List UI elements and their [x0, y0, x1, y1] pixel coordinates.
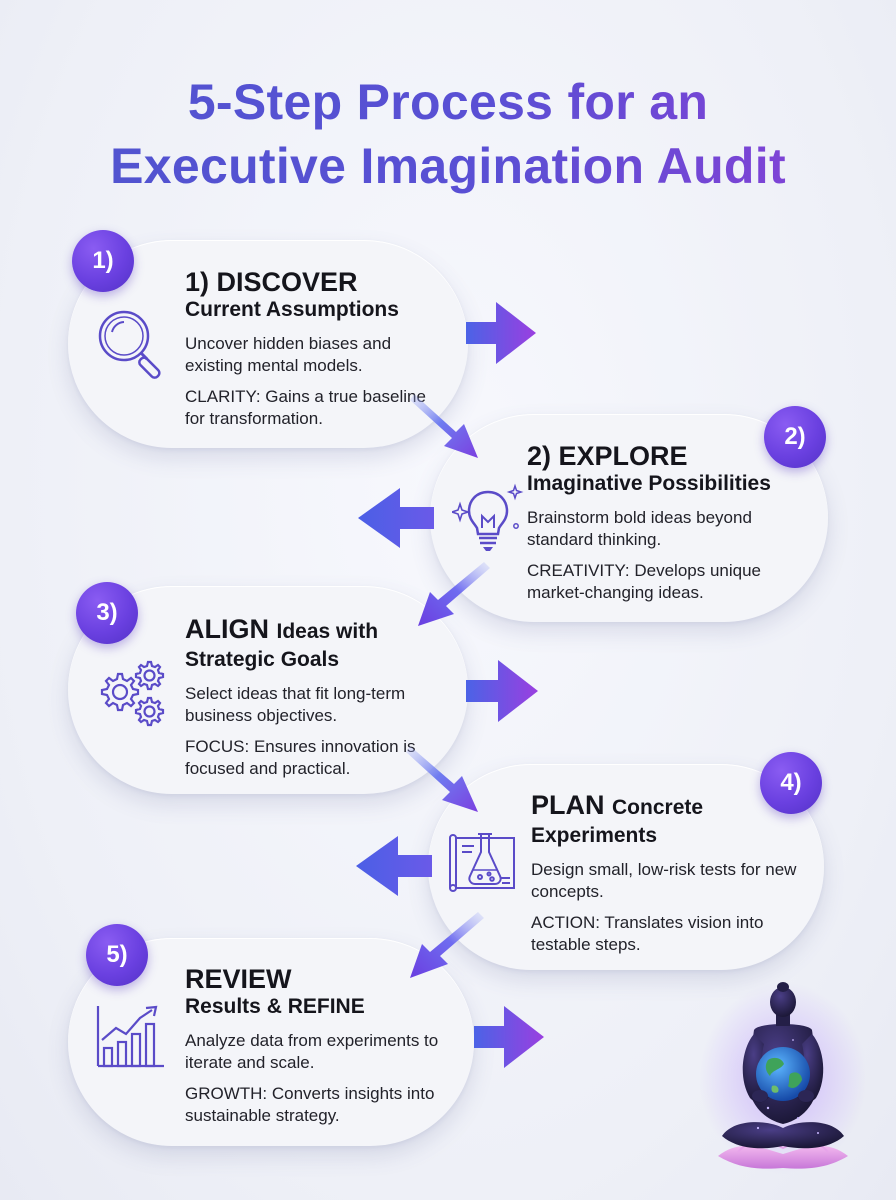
step-1-card: 1) DISCOVER Current Assumptions Uncover …: [68, 240, 468, 448]
step-4-benefit: ACTION: Translates vision into testable …: [531, 913, 764, 954]
arrow-left-4: [356, 836, 432, 896]
step-4-subheading: Experiments: [531, 824, 658, 847]
step-1-benefit: CLARITY: Gains a true baseline for trans…: [185, 387, 426, 428]
title-line-2: Executive Imagination Audit: [110, 138, 786, 194]
step-4-badge: 4): [760, 752, 822, 814]
step-2-subheading: Imaginative Possibilities: [527, 472, 771, 495]
page-title: 5-Step Process for an Executive Imaginat…: [0, 70, 896, 198]
flask-blueprint-icon: [444, 830, 520, 907]
title-line-1: 5-Step Process for an: [187, 74, 709, 130]
arrow-left-2: [358, 488, 434, 548]
step-2-description: Brainstorm bold ideas beyond standard th…: [527, 508, 752, 549]
step-4-card: PLAN Concrete Experiments Design small, …: [428, 764, 824, 970]
step-1-badge: 1): [72, 230, 134, 292]
connector-arrow-2-to-3: [418, 562, 490, 626]
step-2-benefit: CREATIVITY: Develops unique market-chang…: [527, 561, 762, 602]
step-4-heading-rest: Concrete: [612, 796, 704, 819]
magnifying-glass-icon: [94, 306, 168, 389]
step-5-benefit: GROWTH: Converts insights into sustainab…: [185, 1084, 435, 1125]
step-2-badge: 2): [764, 406, 826, 468]
step-5-description: Analyze data from experiments to iterate…: [185, 1031, 439, 1072]
step-2-card: 2) EXPLORE Imaginative Possibilities Bra…: [430, 414, 828, 622]
step-1-subheading: Current Assumptions: [185, 298, 399, 321]
step-5-heading: REVIEW: [185, 964, 292, 994]
step-3-badge: 3): [76, 582, 138, 644]
step-3-benefit: FOCUS: Ensures innovation is focused and…: [185, 737, 416, 778]
step-3-heading: ALIGN: [185, 614, 269, 644]
gears-icon: [94, 660, 168, 735]
step-5-badge: 5): [86, 924, 148, 986]
step-4-description: Design small, low-risk tests for new con…: [531, 860, 797, 901]
meditating-figure-globe-illustration: [699, 982, 867, 1174]
connector-arrow-1-to-2: [410, 394, 478, 458]
step-3-description: Select ideas that fit long-term business…: [185, 684, 406, 725]
step-5-subheading: Results & REFINE: [185, 995, 365, 1018]
arrow-right-1: [466, 302, 536, 364]
step-4-heading: PLAN: [531, 790, 605, 820]
growth-chart-icon: [94, 1002, 166, 1079]
connector-arrow-3-to-4: [406, 746, 478, 812]
arrow-right-5: [474, 1006, 544, 1068]
step-4-heading-line: PLAN Concrete: [531, 790, 821, 823]
step-3-subheading: Strategic Goals: [185, 648, 340, 671]
step-1-description: Uncover hidden biases and existing menta…: [185, 334, 392, 375]
step-1-heading: 1) DISCOVER: [185, 267, 358, 297]
connector-arrow-4-to-5: [410, 912, 484, 978]
arrow-right-3: [466, 660, 538, 722]
lightbulb-icon: [449, 482, 524, 561]
step-2-heading: 2) EXPLORE: [527, 441, 688, 471]
step-3-heading-line: ALIGN Ideas with: [185, 614, 455, 647]
step-3-heading-rest: Ideas with: [276, 620, 379, 643]
